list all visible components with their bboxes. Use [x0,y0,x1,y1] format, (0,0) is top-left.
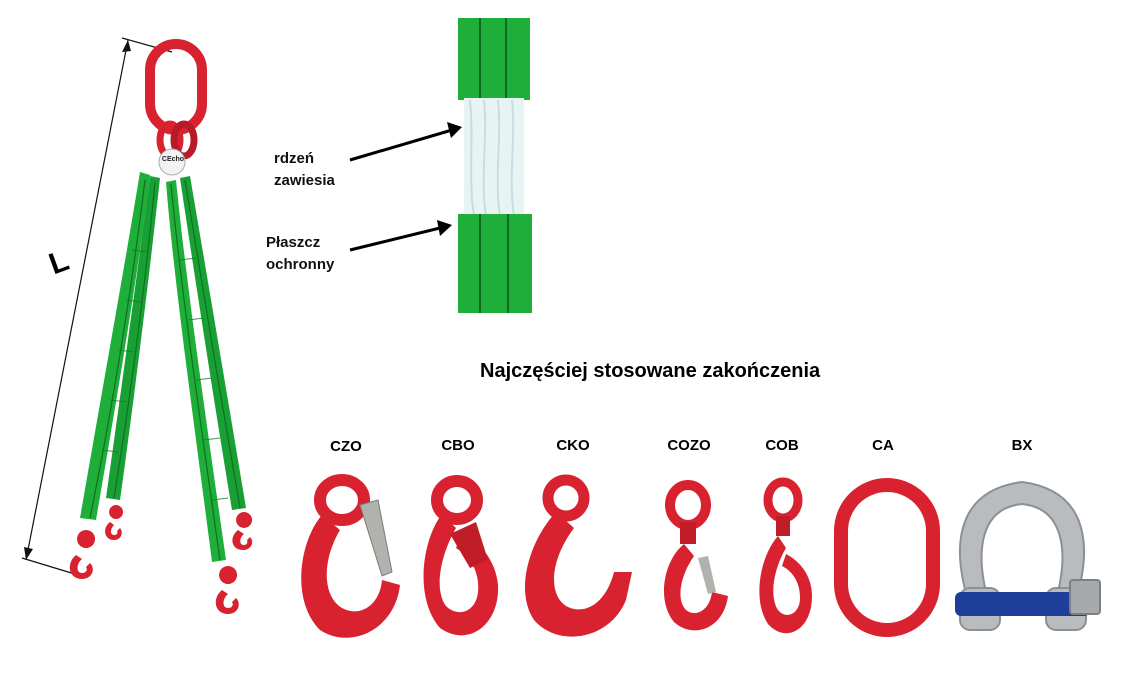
dimension-arrow-top [122,40,131,52]
sheath-label-line2: ochronny [266,256,335,273]
dimension-arrow-bottom [24,547,33,560]
sling-drawing [21,37,253,614]
eye-hook-latch-icon [301,474,400,638]
swivel-hook-latch-icon [663,480,728,631]
ending-code-cob: COB [765,437,799,454]
bow-shackle-icon [955,480,1101,631]
ending-code-cozo: COZO [667,437,711,454]
safety-eye-hook-icon [423,475,499,636]
dimension-tick-bottom [21,557,79,576]
sheath-top [458,18,530,100]
swivel-safety-hook-icon [759,477,812,634]
dimension-line [25,39,129,561]
ending-code-bx: BX [1011,437,1033,454]
core-detail-photo [440,18,550,313]
sling-illustration: CEcho L [0,0,280,674]
ending-code-cbo: CBO [441,437,475,454]
eye-grab-hook-icon [525,474,632,637]
core-label-line2: zawiesia [274,172,335,189]
core-label: rdzeń zawiesia [274,148,335,192]
ending-code-ca: CA [872,437,894,454]
sheath-bottom [458,214,532,313]
ending-code-czo: CZO [330,438,362,455]
sheath-label-line1: Płaszcz [266,234,321,251]
sling-core [464,98,524,218]
sheath-label: Płaszcz ochronny [266,232,334,276]
tag-text: CEcho [161,156,185,163]
ending-code-cko: CKO [556,437,590,454]
master-link-icon [834,478,940,637]
tag-disc [158,148,186,176]
leg-end-hooks [69,505,253,614]
endings-heading: Najczęściej stosowane zakończenia [480,360,821,382]
core-label-line1: rdzeń [274,150,315,167]
core-detail-drawing [458,18,532,313]
sling-legs [80,172,246,562]
